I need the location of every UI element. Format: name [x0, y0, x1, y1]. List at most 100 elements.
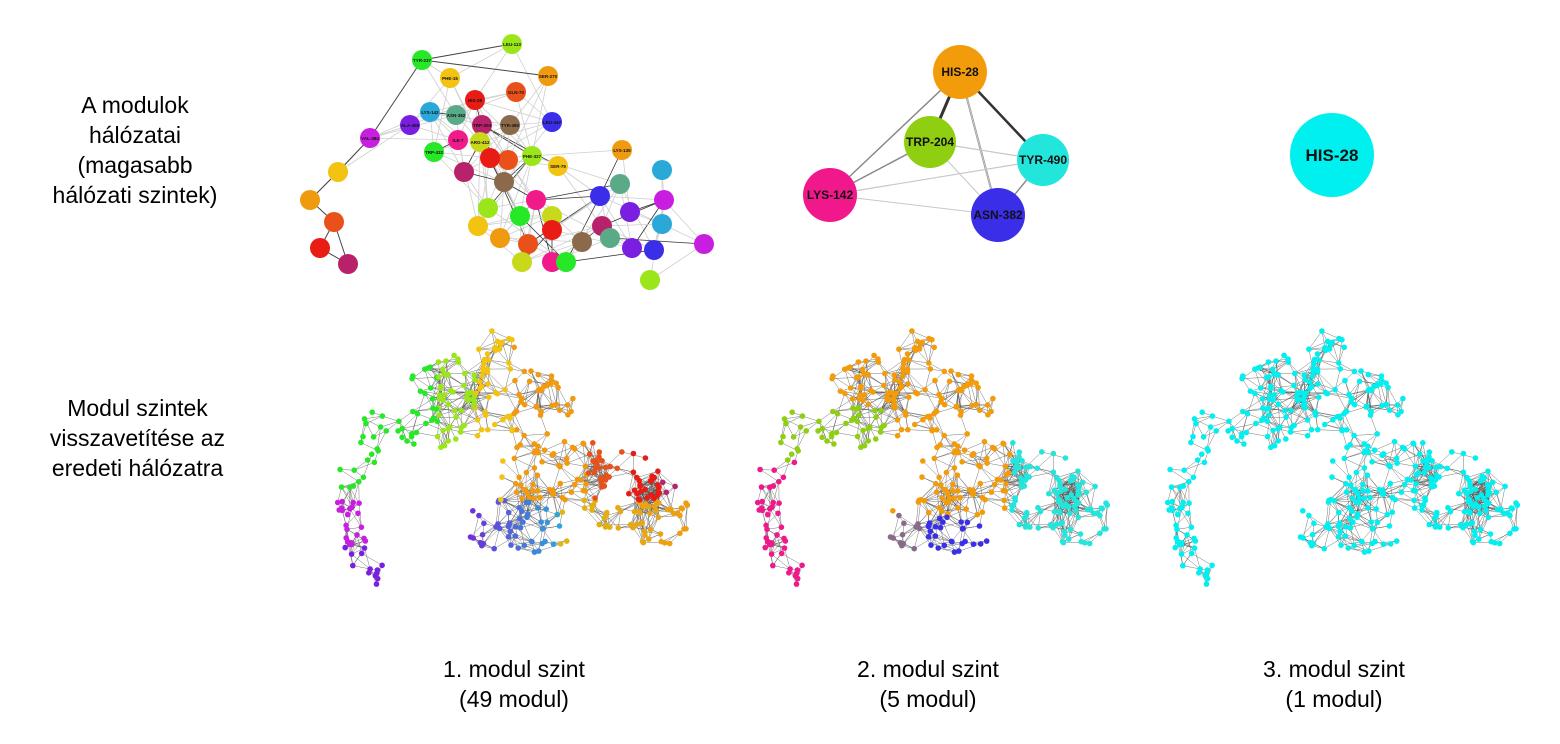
- module-node: [494, 172, 514, 192]
- projection-edge: [460, 431, 478, 436]
- projection-node: [512, 524, 519, 530]
- module-edge: [531, 149, 623, 157]
- projection-node: [651, 503, 658, 510]
- module-node-label: HIS-28: [468, 98, 483, 103]
- projection-node: [780, 433, 786, 440]
- module-node-circle: [542, 220, 562, 240]
- module-node-label: LYS-142: [807, 188, 854, 202]
- projection-node: [596, 465, 602, 471]
- projection-node: [631, 508, 638, 515]
- projection-node: [481, 520, 487, 527]
- projection-node: [568, 408, 574, 415]
- projection-node: [873, 436, 879, 442]
- module-node-circle: [640, 270, 660, 290]
- projection-edge: [934, 458, 955, 469]
- projection-edge: [341, 487, 353, 508]
- projection-edge: [773, 481, 779, 503]
- projection-node: [655, 468, 661, 474]
- projection-node: [515, 545, 521, 551]
- projection-node: [539, 459, 545, 465]
- projection-node: [1073, 507, 1079, 514]
- projection-edge: [617, 453, 634, 469]
- projection-node: [931, 344, 937, 351]
- projection-node: [1056, 497, 1063, 503]
- projection-edge: [542, 458, 567, 462]
- projection-node: [1103, 526, 1109, 532]
- projection-node: [592, 495, 598, 501]
- projection-edge: [581, 479, 602, 483]
- module-node: TRP-204: [904, 116, 956, 168]
- projection-edge: [1086, 492, 1091, 510]
- module-node: [328, 162, 348, 182]
- projection-edge: [1290, 429, 1312, 433]
- module-node: [644, 240, 664, 260]
- projection-node: [1006, 451, 1013, 457]
- projection-edge: [487, 383, 506, 390]
- projection-edge: [973, 494, 983, 513]
- projection-node: [512, 533, 519, 539]
- projection-node: [982, 496, 988, 503]
- projection-edge: [1362, 484, 1383, 495]
- projection-node: [775, 510, 781, 517]
- module-node-circle: [454, 162, 474, 182]
- projection-node: [778, 524, 785, 530]
- projection-node: [513, 408, 520, 415]
- projection-edge: [478, 341, 498, 350]
- projection-node: [492, 421, 498, 428]
- projection-edge: [1066, 506, 1071, 530]
- module-node-circle: [498, 150, 518, 170]
- projection-edge: [1327, 380, 1346, 394]
- projection-edge: [1422, 442, 1427, 461]
- projection-node: [439, 366, 446, 373]
- projection-edge: [987, 453, 1010, 464]
- projection-edge: [542, 528, 554, 545]
- projection-edge: [1413, 472, 1425, 491]
- projection-edge: [1048, 477, 1058, 494]
- projection-edge: [518, 381, 530, 395]
- projection-node: [445, 425, 451, 432]
- projection-node: [1027, 524, 1033, 530]
- projection-node: [1075, 514, 1082, 521]
- projection-edge: [784, 418, 801, 428]
- projection-edge: [402, 423, 426, 429]
- projection-edge: [519, 390, 539, 395]
- projection-edge: [903, 526, 917, 544]
- projection-node: [932, 533, 939, 539]
- projection-edge: [769, 508, 782, 528]
- projection-edge: [961, 390, 973, 406]
- projection-edge: [609, 472, 634, 478]
- projection-node: [571, 481, 578, 488]
- projection-edge: [1356, 472, 1369, 492]
- module-node: TYR-490: [500, 115, 520, 135]
- module-node: ASN-382: [446, 105, 466, 125]
- projection-edge: [1472, 506, 1481, 530]
- projection-node: [861, 392, 868, 398]
- projection-node: [474, 432, 481, 439]
- module-edge: [421, 43, 513, 61]
- projection-node: [764, 511, 771, 518]
- projection-edge: [905, 411, 923, 420]
- projection-node: [344, 538, 351, 545]
- projection-edge: [560, 479, 578, 484]
- projection-node: [1069, 473, 1075, 479]
- projection-node: [651, 495, 657, 502]
- projection-node: [1003, 481, 1009, 487]
- projection-edge: [670, 486, 676, 510]
- projection-node: [1071, 503, 1078, 510]
- projection-node: [507, 528, 514, 535]
- projection-edge: [894, 392, 916, 397]
- projection-node: [771, 467, 777, 473]
- projection-edge: [412, 377, 437, 379]
- projection-node: [977, 480, 984, 487]
- projection-node: [974, 511, 981, 518]
- projection-node: [929, 336, 935, 343]
- projection-edge: [341, 486, 354, 503]
- projection-node: [941, 542, 948, 549]
- projection-node: [627, 521, 634, 528]
- projection-edge: [950, 370, 972, 377]
- projection-node: [864, 372, 870, 378]
- projection-node: [819, 434, 825, 441]
- projection-node: [1092, 483, 1098, 490]
- projection-edge: [761, 487, 770, 509]
- projection-node: [506, 360, 512, 366]
